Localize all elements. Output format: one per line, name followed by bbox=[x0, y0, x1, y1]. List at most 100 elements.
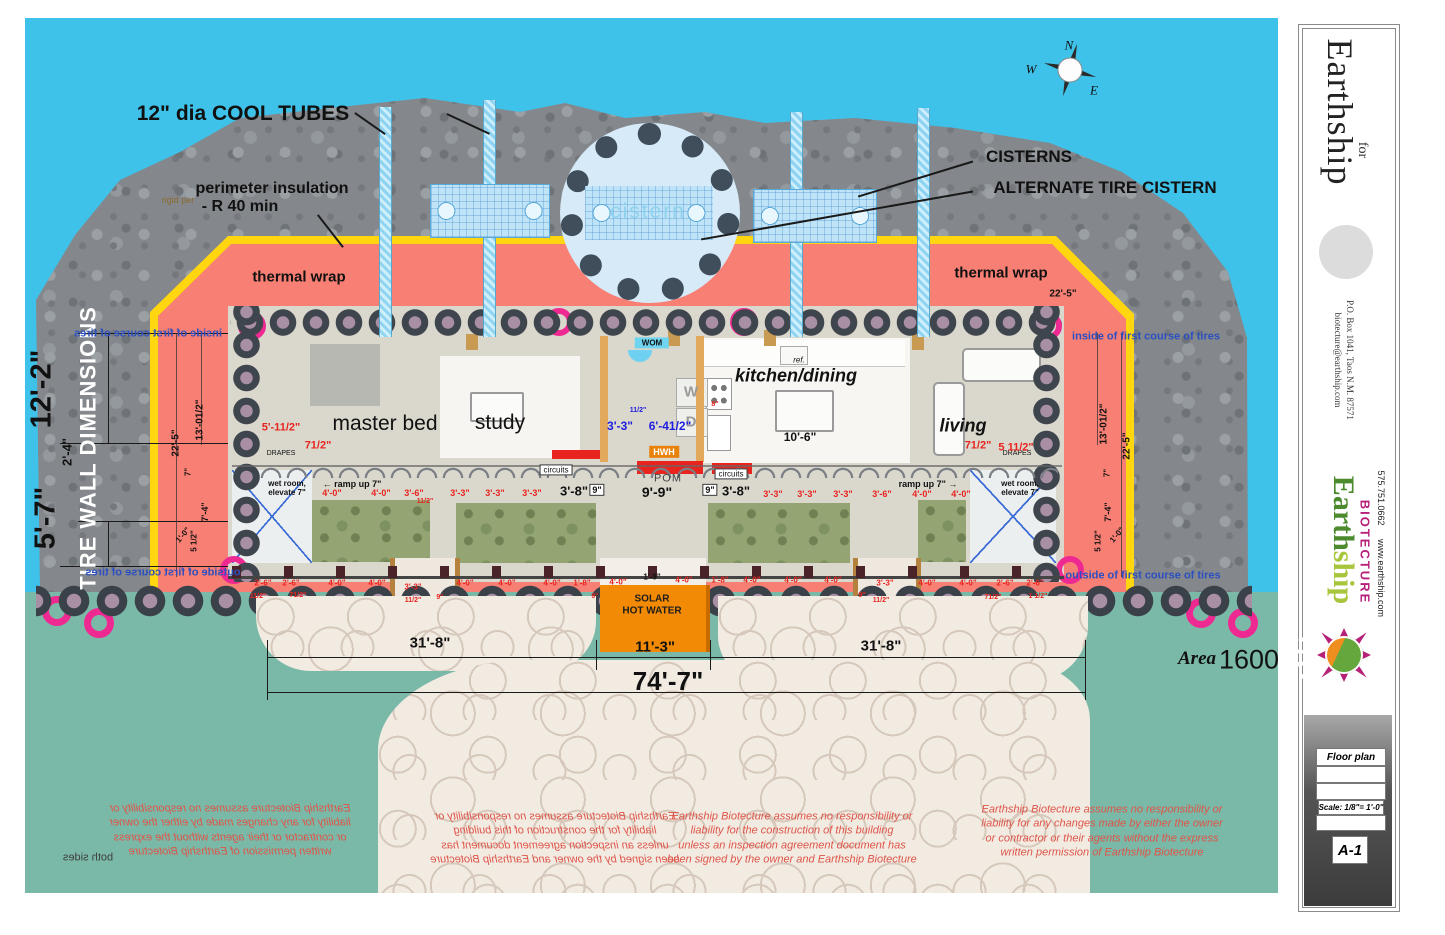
disclaimer-center: Earthship Biotecture assumes no responsi… bbox=[667, 810, 917, 866]
dim-8-kitchen: 8" bbox=[711, 400, 719, 408]
sheet-number-box: A-1 bbox=[1332, 836, 1368, 864]
label-area-value: 1600 bbox=[1218, 644, 1280, 675]
dim-3-3-g: 3'-3" bbox=[404, 582, 422, 592]
band-dim-right-b bbox=[1097, 333, 1098, 445]
compass-e: E bbox=[1090, 82, 1098, 98]
dim-3-6-b: 3'-6" bbox=[872, 488, 892, 499]
sink bbox=[707, 415, 731, 451]
client-photo-placeholder bbox=[1319, 225, 1373, 279]
solar-hot-water-box bbox=[600, 585, 710, 652]
dim-3-3-e: 3'-3" bbox=[797, 488, 817, 499]
label-area: Area bbox=[1178, 648, 1216, 670]
dim-4-0-m: 4'-0" bbox=[784, 575, 802, 585]
stove bbox=[706, 378, 732, 410]
tire-wall-right bbox=[1028, 306, 1064, 582]
label-ramp-right: ramp up 7" → bbox=[898, 478, 958, 489]
label-outside-course-left: outside of first course of tires bbox=[85, 566, 241, 579]
dim-4-0-c: 4'-0" bbox=[912, 488, 932, 499]
scale-box: Scale: 1/8"= 1'-0" bbox=[1318, 800, 1384, 815]
dim-1-8-b: 1'-8" bbox=[711, 575, 729, 585]
dining-table bbox=[775, 390, 834, 432]
patio-main bbox=[378, 660, 1090, 893]
band-dim-left-b bbox=[201, 333, 202, 445]
dim-3-3-b: 3'-3" bbox=[485, 487, 505, 498]
dim-9-a: 9" bbox=[436, 593, 444, 601]
dim-2-6-b: 2'-6" bbox=[282, 578, 300, 588]
dim-74-7: 74'-7" bbox=[632, 666, 704, 697]
label-alternate-tire-cistern: ALTERNATE TIRE CISTERN bbox=[993, 178, 1217, 198]
dim-3-3-h: 3'-3" bbox=[876, 578, 894, 588]
dim-22-5-right: 22'-5" bbox=[1121, 432, 1133, 460]
dim-1h-b: 11/2" bbox=[404, 596, 422, 604]
dim-4-0-g: 4'-0" bbox=[456, 578, 474, 588]
dim-4-0-j: 4'-0" bbox=[609, 577, 627, 587]
dim-4-0-f: 4'-0" bbox=[368, 578, 386, 588]
dim-12-2: 12'-2" bbox=[25, 349, 58, 429]
dim-11-3: 11'-3" bbox=[635, 638, 675, 656]
logo-globe-icon bbox=[1325, 636, 1363, 674]
dim-tick bbox=[1085, 640, 1086, 700]
dim-1h-blue: 11/2" bbox=[629, 406, 647, 414]
label-both-sides-mirrored: both sides bbox=[62, 851, 114, 864]
title-block-blank-3 bbox=[1316, 815, 1386, 831]
disclaimer-left-mirrored: Earthship Biotecture assumes no responsi… bbox=[109, 802, 351, 858]
label-ramp-left: ← ramp up 7" bbox=[322, 478, 382, 489]
planter-center-right bbox=[708, 503, 850, 563]
dim-1-0-left: 1'-0" bbox=[173, 525, 192, 545]
dim-4-0-e: 4'-0" bbox=[328, 578, 346, 588]
cool-tube-1 bbox=[379, 107, 392, 337]
dim-2-6-c: 2'-6" bbox=[996, 578, 1014, 588]
dim-22-5-left: 22'-5" bbox=[170, 429, 182, 457]
cistern-rect-right bbox=[753, 189, 877, 243]
sheet-number: A-1 bbox=[1337, 841, 1363, 859]
dim-5h-right: 5 1/2" bbox=[1093, 530, 1103, 552]
dim-line-31-8 bbox=[267, 657, 1085, 658]
label-tire-wall-dimensions: TIRE WALL DIMENSIONS bbox=[75, 306, 101, 590]
dim-3-3-blue: 3'-3" bbox=[607, 419, 633, 434]
label-thermal-wrap-left: thermal wrap bbox=[252, 268, 346, 286]
dim-1-9: 1'-9" bbox=[643, 572, 661, 582]
dim-guide bbox=[60, 443, 228, 444]
cool-tube-4 bbox=[917, 108, 930, 337]
room-master-bed: master bed bbox=[332, 411, 438, 435]
dim-guide bbox=[78, 521, 228, 522]
dim-4-0-i: 4'-0" bbox=[543, 578, 561, 588]
disclaimer-right: Earthship Biotecture assumes no responsi… bbox=[981, 803, 1223, 859]
dim-13-0h-right: 13'-01/2" bbox=[1098, 403, 1110, 445]
patio-left-lobe bbox=[256, 596, 596, 671]
dim-4-0-a: 4'-0" bbox=[322, 487, 342, 498]
dim-4-0-o: 4'-0" bbox=[918, 578, 936, 588]
compass-w: W bbox=[1025, 61, 1037, 77]
dim-2-4: 2'-4" bbox=[59, 437, 75, 467]
dim-4-0-p: 4'-0" bbox=[959, 578, 977, 588]
dim-3-3-c: 3'-3" bbox=[522, 487, 542, 498]
dim-5-11h-right: 5 11/2" bbox=[998, 441, 1034, 454]
dim-7-4-left: 7'-4" bbox=[199, 502, 210, 522]
dim-1-0-right: 1'-0" bbox=[1107, 525, 1126, 545]
dim-line-12-2 bbox=[108, 333, 109, 443]
title-block-blank-1 bbox=[1316, 766, 1386, 783]
label-cisterns: CISTERNS bbox=[986, 147, 1072, 167]
label-washer: W bbox=[683, 383, 699, 401]
band-dim-right-a bbox=[1121, 333, 1122, 577]
dim-6-4h-blue: 6'-41/2" bbox=[648, 419, 692, 434]
dim-7h-b: 71/2" bbox=[984, 593, 1002, 601]
dim-7-4-right: 7'-4" bbox=[1102, 502, 1113, 522]
label-perimeter-insulation: perimeter insulation bbox=[195, 179, 349, 197]
bed bbox=[310, 344, 380, 406]
dim-5-1h-left: 5'-11/2" bbox=[261, 421, 301, 434]
dim-guide bbox=[60, 566, 228, 567]
disclaimer-center-mirrored: Earthship Biotecture assumes no responsi… bbox=[430, 810, 680, 866]
sheet-title-box: Floor plan bbox=[1316, 748, 1386, 766]
circuits-bar-left bbox=[552, 450, 600, 459]
dim-31-8-right: 31'-8" bbox=[860, 637, 902, 655]
tire-wall-left bbox=[228, 306, 264, 582]
dim-7h-a: 71/2" bbox=[289, 591, 307, 599]
dim-3-3-f: 3'-3" bbox=[833, 488, 853, 499]
tire-scallops-front bbox=[258, 456, 1058, 478]
dim-5-7: 5'-7" bbox=[29, 486, 62, 550]
window-wall-line bbox=[232, 465, 1062, 467]
dim-10-6: 10'-6" bbox=[783, 430, 817, 445]
